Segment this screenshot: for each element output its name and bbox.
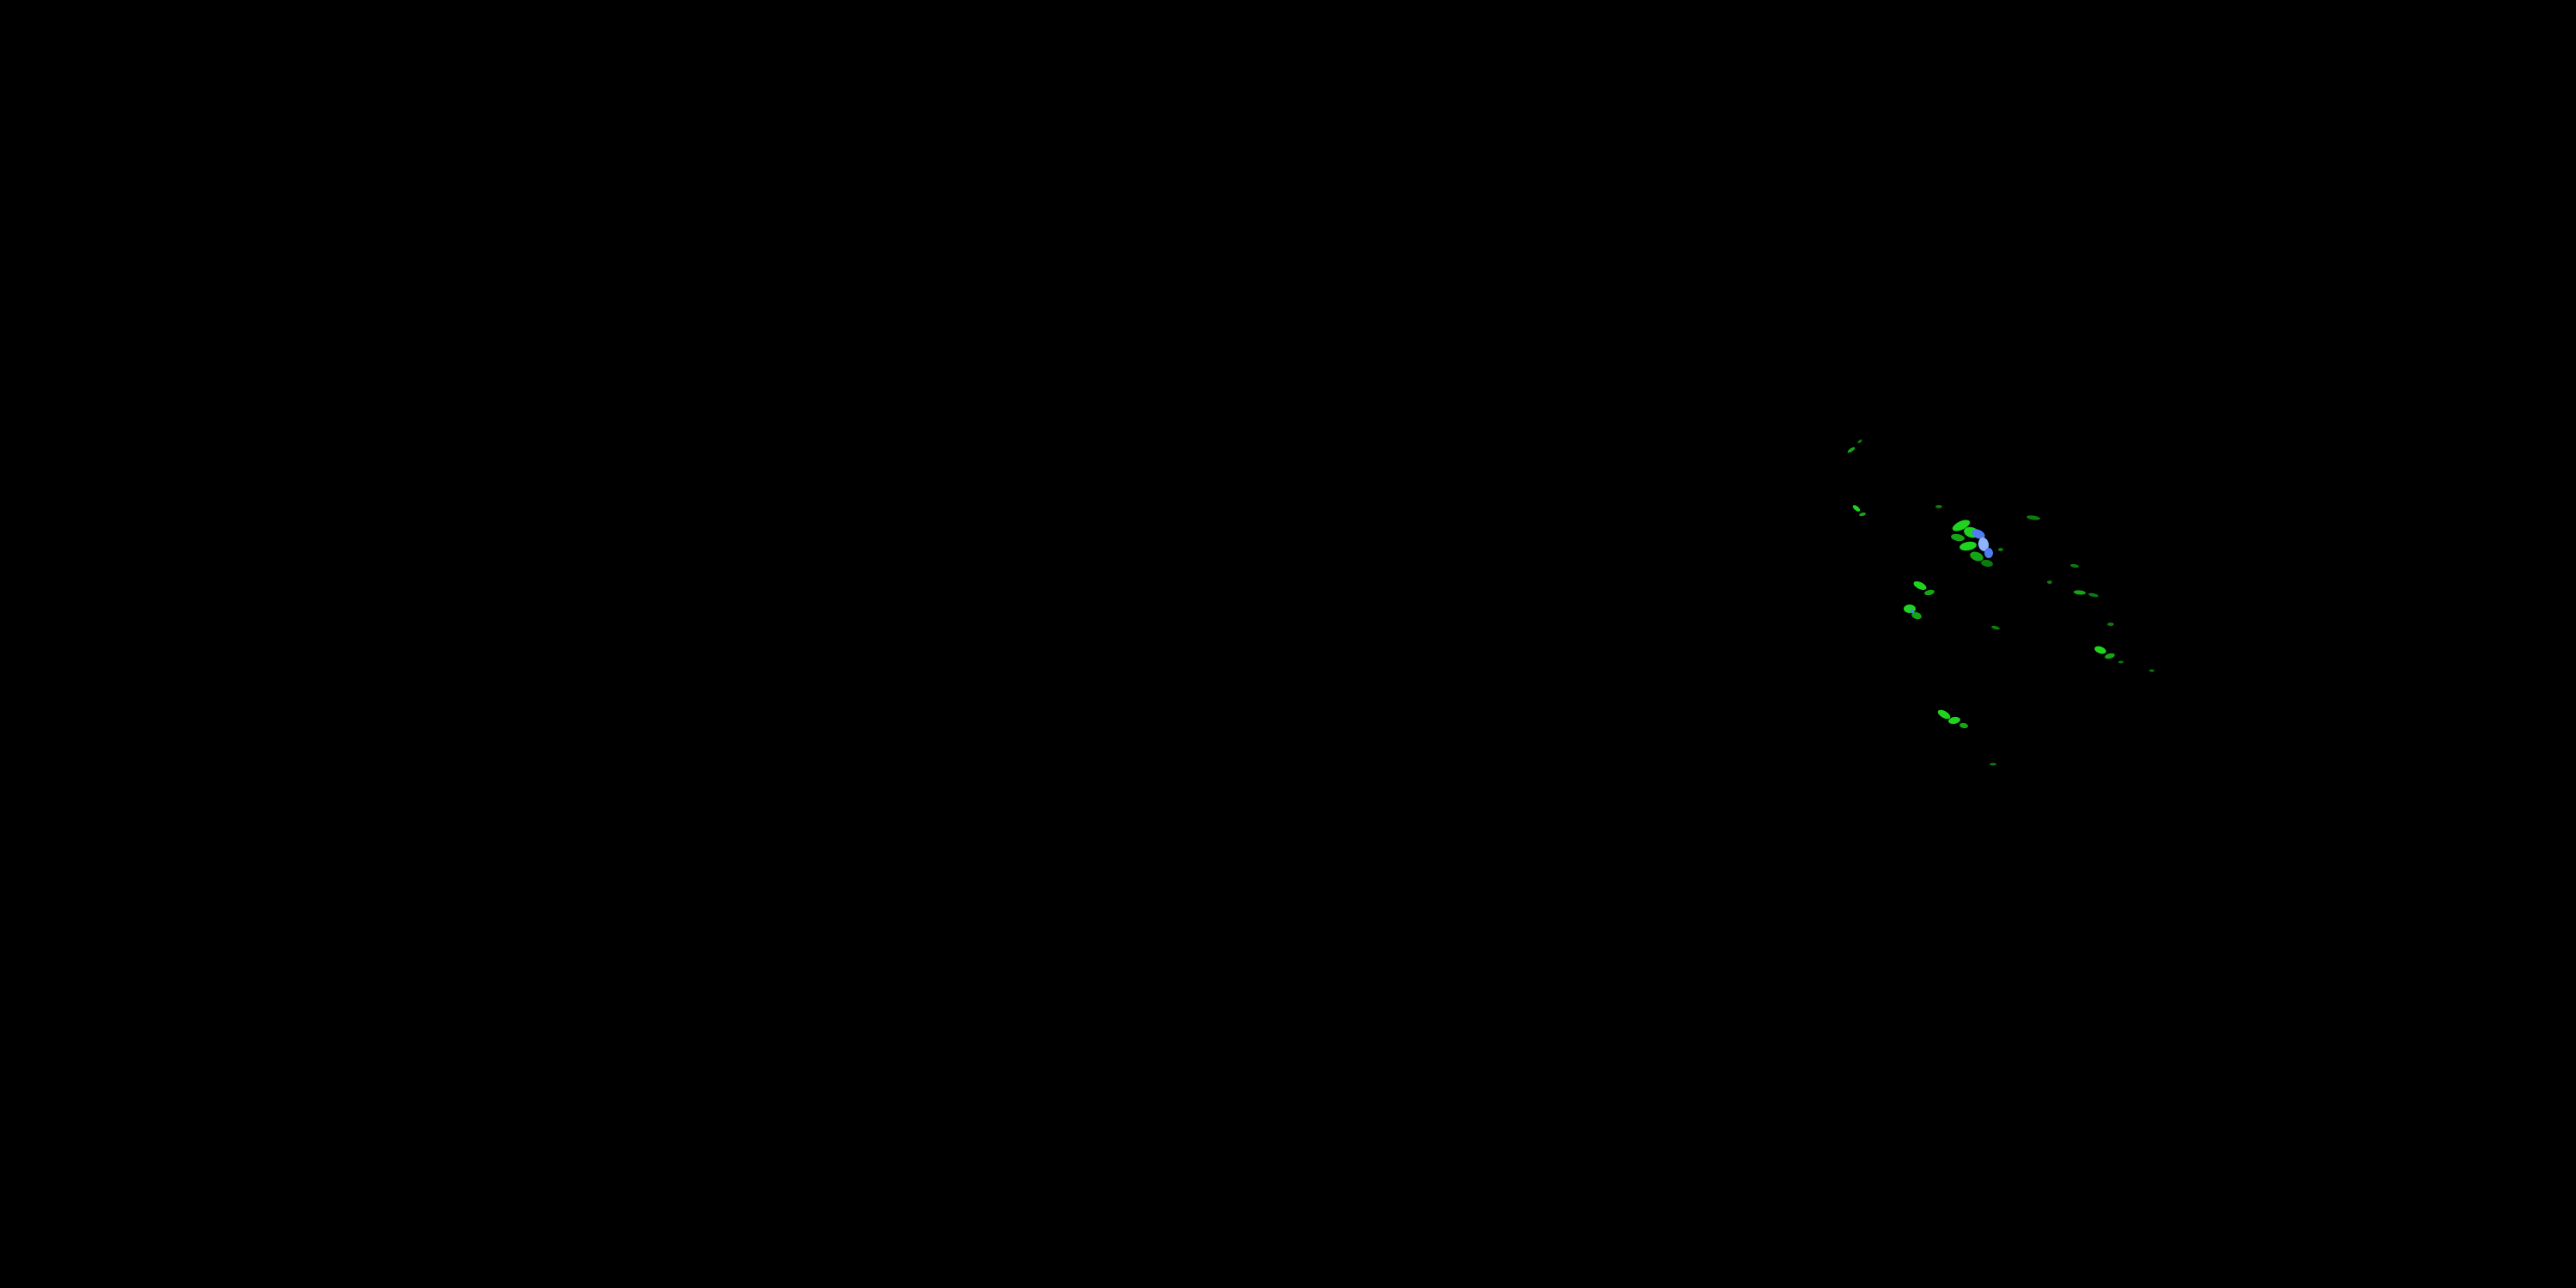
radar-echo [1948,716,1960,725]
radar-echo [1951,533,1965,542]
radar-echo [1971,529,1985,539]
radar-echo [1952,519,1971,532]
radar-echo [1998,548,2003,551]
radar-echo [1857,439,1862,444]
radar-echo [2094,646,2106,654]
radar-echo [2105,653,2115,659]
radar-echo [1913,581,1927,590]
radar-echo [2026,515,2040,520]
radar-echo [1970,551,1984,562]
radar-echo [2149,669,2154,672]
radar-echo [1935,505,1942,508]
radar-echo [1990,762,1996,766]
radar-echo [1981,559,1993,568]
radar-echo [1959,541,1977,551]
radar-echo [1924,589,1935,596]
radar-echo [2107,623,2114,626]
radar-echo [1910,610,1915,613]
radar-echo [1852,505,1861,512]
radar-echo [1984,548,1993,558]
radar-echo [1937,709,1951,720]
radar-echo [2074,590,2086,595]
radar-echo [2118,660,2123,664]
radar-echo [1959,722,1968,729]
radar-echo [2047,580,2052,584]
radar-echo [1859,512,1866,517]
radar-echo [1978,538,1990,551]
radar-echo [1847,447,1856,453]
radar-echo [1991,625,2000,630]
radar-echo [2070,563,2079,568]
radar-echo [1911,611,1922,620]
radar-echo [2088,592,2099,598]
